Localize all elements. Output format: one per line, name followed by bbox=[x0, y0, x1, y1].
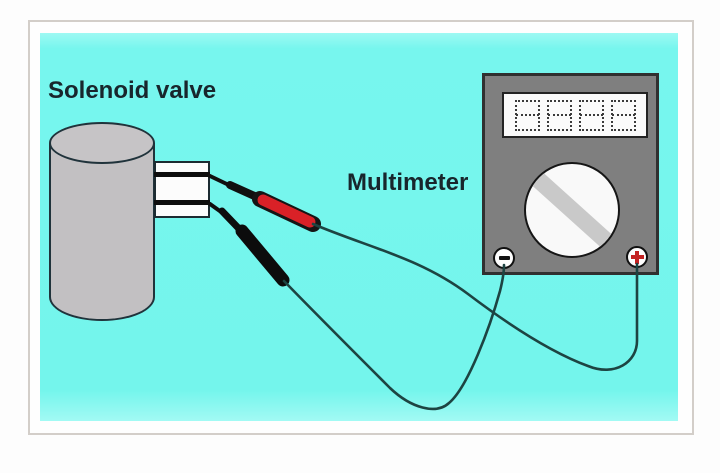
display-digit bbox=[578, 99, 604, 131]
solenoid-valve-body bbox=[49, 143, 155, 321]
display-digit bbox=[546, 99, 572, 131]
negative-terminal bbox=[493, 247, 515, 269]
solenoid-valve-top-cap bbox=[49, 122, 155, 164]
plus-icon bbox=[630, 250, 644, 264]
display-digit bbox=[610, 99, 636, 131]
dial-pointer-stripe bbox=[526, 164, 618, 256]
solenoid-terminal-pin-bottom bbox=[154, 200, 210, 205]
multimeter-label: Multimeter bbox=[347, 169, 469, 196]
minus-icon bbox=[498, 256, 510, 260]
multimeter-display bbox=[502, 92, 648, 138]
solenoid-terminal-block bbox=[154, 161, 210, 218]
solenoid-valve-label: Solenoid valve bbox=[48, 77, 217, 104]
solenoid-terminal-pin-top bbox=[154, 172, 210, 177]
rotary-selector-dial bbox=[524, 162, 620, 258]
display-digit bbox=[514, 99, 540, 131]
positive-terminal bbox=[626, 246, 648, 268]
